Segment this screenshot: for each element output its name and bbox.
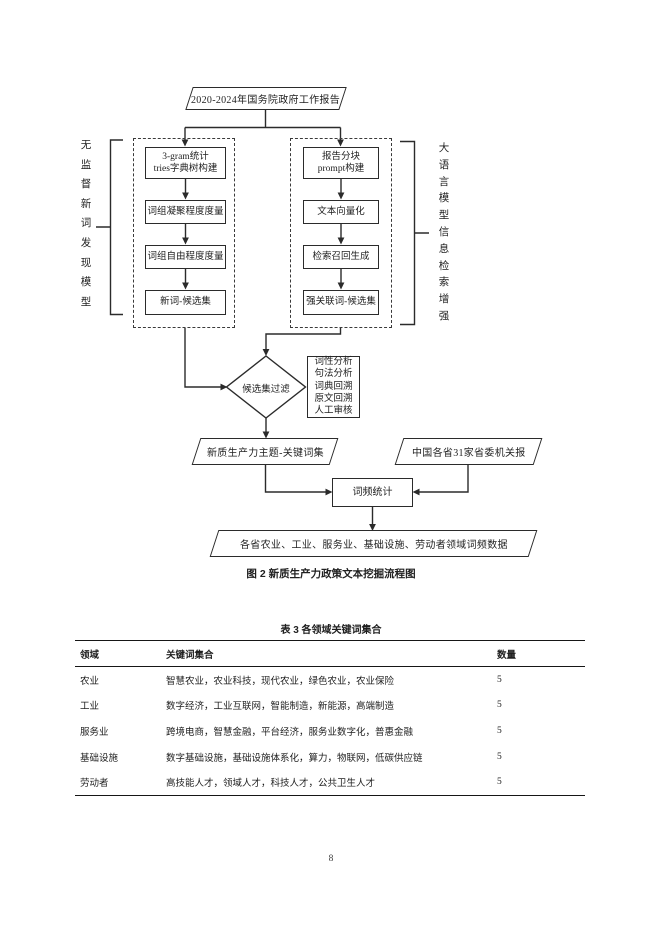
header-keywords: 关键词集合: [166, 649, 214, 661]
filter-diamond-label: 候选集过滤: [242, 385, 290, 395]
cell-keywords: 数字经济，工业互联网，智能制造，新能源，高端制造: [166, 702, 395, 713]
page-number: 8: [328, 854, 334, 864]
step-cohesion-measure: 词组凝聚程度度量: [145, 200, 226, 224]
cell-keywords: 高技能人才，领域人才，科技人才，公共卫生人才: [166, 779, 376, 790]
cell-count: 5: [497, 751, 502, 762]
llm-retrieval-container: [289, 138, 392, 328]
keyword-set-node: 新质生产力主题-关键词集: [191, 438, 339, 465]
cell-count: 5: [497, 700, 502, 711]
cell-keywords: 数字基础设施，基础设施体系化，算力，物联网，低碳供应链: [166, 753, 423, 764]
cell-count: 5: [497, 725, 502, 736]
figure-caption: 图 2 新质生产力政策文本挖掘流程图: [246, 568, 416, 580]
llm-retrieval-label: 大语言模型信息检索增强: [438, 143, 450, 322]
table-row: 农业 智慧农业，农业科技，现代农业，绿色农业，农业保险 5: [75, 667, 585, 693]
cell-count: 5: [497, 777, 502, 788]
cell-domain: 服务业: [80, 727, 109, 738]
cell-domain: 基础设施: [80, 753, 119, 764]
output-data-node: 各省农业、工业、服务业、基础设施、劳动者领域词频数据: [209, 530, 538, 557]
cell-domain: 农业: [80, 676, 100, 687]
table-bottom-rule: [75, 794, 585, 796]
table-header-rule: [75, 666, 585, 667]
keyword-set-label: 新质生产力主题-关键词集: [206, 448, 324, 459]
cell-keywords: 智慧农业，农业科技，现代农业，绿色农业，农业保险: [166, 676, 395, 687]
table-row: 劳动者 高技能人才，领域人才，科技人才，公共卫生人才 5: [75, 769, 585, 795]
unsupervised-model-label: 无监督新词发现模型: [80, 140, 92, 308]
provincial-papers-node: 中国各省31家省委机关报: [394, 438, 543, 465]
cell-keywords: 跨境电商，智慧金融，平台经济，服务业数字化，普惠金融: [166, 727, 414, 738]
step-text-vectorize: 文本向量化: [303, 200, 379, 224]
filter-methods-box: 词性分析 句法分析 词典回溯 原文回溯 人工审核: [307, 355, 360, 418]
cell-domain: 劳动者: [80, 779, 109, 790]
table-top-rule: [75, 640, 585, 641]
table-row: 服务业 跨境电商，智慧金融，平台经济，服务业数字化，普惠金融 5: [75, 718, 585, 744]
table-header-row: 领域 关键词集合 数量: [75, 641, 585, 666]
cell-domain: 工业: [80, 702, 100, 713]
source-report-node: 2020-2024年国务院政府工作报告: [185, 87, 347, 110]
step-ngram-trie: 3-gram统计 tries字典树构建: [145, 147, 226, 179]
header-domain: 领域: [80, 649, 100, 661]
step-freedom-measure: 词组自由程度度量: [145, 245, 226, 269]
provincial-papers-label: 中国各省31家省委机关报: [411, 448, 526, 459]
header-count: 数量: [497, 649, 517, 661]
output-data-label: 各省农业、工业、服务业、基础设施、劳动者领域词频数据: [239, 540, 508, 551]
table-title: 表 3 各领域关键词集合: [280, 625, 382, 636]
keyword-table: 领域 关键词集合 数量 农业 智慧农业，农业科技，现代农业，绿色农业，农业保险 …: [75, 640, 585, 796]
step-chunk-prompt: 报告分块 prompt构建: [303, 147, 379, 179]
table-row: 基础设施 数字基础设施，基础设施体系化，算力，物联网，低碳供应链 5: [75, 744, 585, 770]
step-related-candidates: 强关联词-候选集: [303, 290, 379, 315]
step-retrieval-generate: 检索召回生成: [303, 245, 379, 269]
source-report-label: 2020-2024年国务院政府工作报告: [191, 95, 341, 106]
cell-count: 5: [497, 674, 502, 685]
unsupervised-model-container: [133, 138, 235, 328]
table-row: 工业 数字经济，工业互联网，智能制造，新能源，高端制造 5: [75, 693, 585, 719]
word-frequency-box: 词频统计: [332, 478, 413, 507]
step-newword-candidates: 新词-候选集: [145, 290, 226, 315]
